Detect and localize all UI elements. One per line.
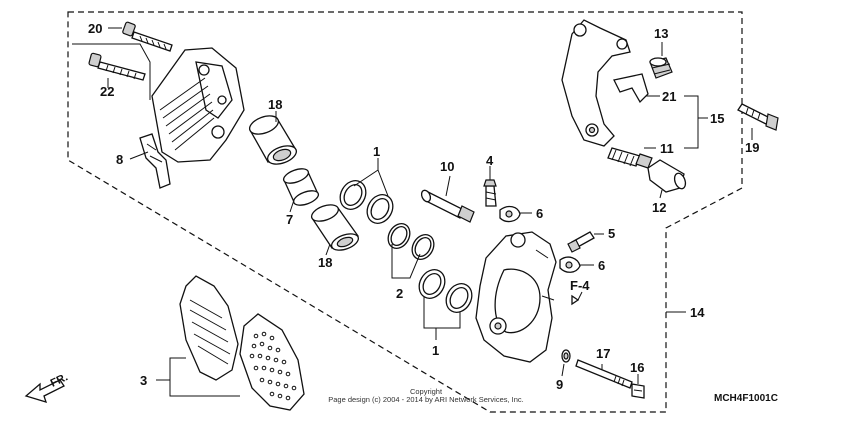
plug-16[interactable] [631, 383, 645, 399]
pad-spring-8[interactable] [139, 133, 171, 189]
callout-11: 11 [660, 141, 674, 156]
piston-seals-1-upper[interactable] [335, 176, 398, 228]
copyright-line-2: Page design (c) 2004 - 2014 by ARI Netwo… [328, 395, 524, 404]
callout-9: 9 [556, 377, 563, 392]
callout-21: 21 [662, 89, 676, 104]
callout-20: 20 [88, 21, 102, 36]
callout-15: 15 [710, 111, 724, 126]
reference-arrow [571, 291, 583, 306]
slide-pin-10[interactable] [420, 189, 475, 223]
piston-seals-1-lower[interactable] [414, 265, 477, 317]
assembly-boundary [67, 11, 743, 413]
bracket-pin-11[interactable] [607, 147, 653, 169]
bolt-19[interactable] [737, 103, 779, 131]
copyright-line-1: Copyright [410, 387, 443, 396]
diagram-code: MCH4F1001C [714, 393, 778, 404]
boot-13[interactable] [649, 57, 673, 79]
brake-pad-outer[interactable] [239, 313, 305, 411]
washer-9[interactable] [561, 349, 571, 363]
callout-22: 22 [100, 84, 114, 99]
callout-18-lower: 18 [318, 255, 332, 270]
callout-7: 7 [286, 212, 293, 227]
boot-12[interactable] [647, 159, 687, 193]
callout-2: 2 [396, 286, 403, 301]
callout-13: 13 [654, 26, 668, 41]
boot-18-upper[interactable] [247, 112, 299, 167]
callout-18-upper: 18 [268, 97, 282, 112]
pin-bushing-7[interactable] [282, 166, 321, 208]
callout-3: 3 [140, 373, 147, 388]
bolt-20[interactable] [122, 21, 173, 52]
callout-6-upper: 6 [536, 206, 543, 221]
bleeder-cap-6-upper[interactable] [499, 205, 521, 223]
boot-18-lower[interactable] [309, 202, 360, 254]
callout-1-upper: 1 [373, 144, 380, 159]
bleeder-5[interactable] [567, 231, 595, 253]
callout-19: 19 [745, 140, 759, 155]
bleeder-cap-6-lower[interactable] [559, 256, 581, 273]
callout-16: 16 [630, 360, 644, 375]
front-direction-arrow [24, 379, 65, 403]
leader-lines [72, 27, 753, 397]
brake-pad-inner[interactable] [179, 275, 239, 381]
callout-14: 14 [690, 305, 705, 320]
callout-5: 5 [608, 226, 615, 241]
callout-labels: 20 22 8 18 7 18 1 2 1 10 4 6 5 6 F-4 3 9… [88, 21, 759, 392]
callout-10: 10 [440, 159, 454, 174]
pad-pin-17[interactable] [575, 359, 633, 389]
bleeder-4[interactable] [483, 179, 497, 207]
retainer-21[interactable] [613, 73, 649, 104]
reference-label: F-4 [570, 278, 590, 293]
callout-17: 17 [596, 346, 610, 361]
callout-1-lower: 1 [432, 343, 439, 358]
caliper-body[interactable] [475, 231, 557, 363]
callout-6-lower: 6 [598, 258, 605, 273]
dust-seals-2[interactable] [384, 220, 438, 264]
front-direction-label: FR. [49, 371, 70, 389]
bolt-22[interactable] [88, 52, 146, 81]
caliper-bracket[interactable] [561, 19, 631, 147]
callout-8: 8 [116, 152, 123, 167]
callout-12: 12 [652, 200, 666, 215]
pad-cover[interactable] [151, 47, 245, 163]
callout-4: 4 [486, 153, 494, 168]
